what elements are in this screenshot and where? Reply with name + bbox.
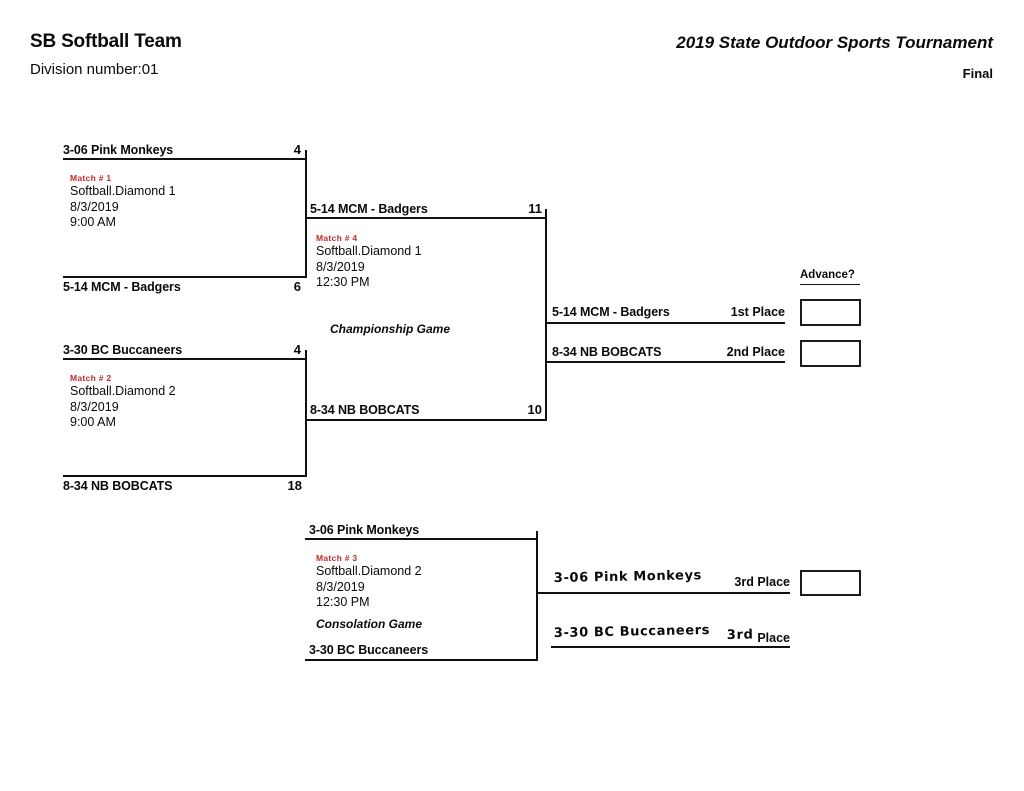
match-2-top-team: 3-30 BC Buccaneers bbox=[63, 343, 183, 357]
match-4-date: 8/3/2019 bbox=[316, 259, 365, 274]
second-place-team: 8-34 NB BOBCATS bbox=[552, 345, 662, 359]
division-label: Division number:01 bbox=[30, 61, 159, 78]
match-2-number: Match # 2 bbox=[70, 373, 112, 383]
stage-label: Final bbox=[962, 66, 993, 81]
third-place-upper-label: 3rd Place bbox=[734, 575, 790, 589]
second-place-label: 2nd Place bbox=[726, 345, 785, 359]
match-1-time: 9:00 AM bbox=[70, 215, 116, 230]
match-2-time: 9:00 AM bbox=[70, 415, 116, 430]
second-place-line bbox=[545, 361, 785, 363]
match-4-game-type: Championship Game bbox=[330, 322, 451, 336]
match-4-time: 12:30 PM bbox=[316, 275, 370, 290]
match-3-info: Match # 3 Softball.Diamond 2 8/3/2019 12… bbox=[316, 552, 422, 611]
match-3-connector bbox=[536, 531, 538, 661]
match-4-info: Match # 4 Softball.Diamond 1 8/3/2019 12… bbox=[316, 232, 422, 291]
match-3-number: Match # 3 bbox=[316, 553, 358, 563]
match-1-bottom-line bbox=[63, 276, 307, 278]
match-1-top-score: 4 bbox=[293, 142, 301, 157]
match-1-info: Match # 1 Softball.Diamond 1 8/3/2019 9:… bbox=[70, 172, 176, 231]
third-place-lower-label: Place bbox=[757, 631, 790, 645]
match-2-location: Softball.Diamond 2 bbox=[70, 384, 176, 398]
match-4-top-score: 11 bbox=[528, 201, 542, 216]
match-3-date: 8/3/2019 bbox=[316, 579, 365, 594]
match-3-time: 12:30 PM bbox=[316, 595, 370, 610]
match-1-number: Match # 1 bbox=[70, 173, 112, 183]
match-4-location: Softball.Diamond 1 bbox=[316, 244, 422, 258]
match-4-bottom-team: 8-34 NB BOBCATS bbox=[310, 403, 420, 417]
match-1-connector bbox=[305, 150, 307, 278]
match-2-bottom-team: 8-34 NB BOBCATS bbox=[63, 479, 173, 493]
second-place-advance-checkbox[interactable] bbox=[800, 340, 861, 367]
match-1-location: Softball.Diamond 1 bbox=[70, 184, 176, 198]
match-1-top-team: 3-06 Pink Monkeys bbox=[63, 143, 174, 157]
match-4-top-team: 5-14 MCM - Badgers bbox=[310, 202, 428, 216]
match-4-bottom-score: 10 bbox=[527, 402, 542, 417]
match-4-bottom-line bbox=[305, 419, 547, 421]
page-title: SB Softball Team bbox=[30, 31, 182, 52]
advance-header-underline bbox=[800, 284, 860, 285]
third-place-advance-checkbox[interactable] bbox=[800, 570, 861, 596]
match-2-bottom-line bbox=[63, 475, 307, 477]
match-2-info: Match # 2 Softball.Diamond 2 8/3/2019 9:… bbox=[70, 372, 176, 431]
match-2-top-score: 4 bbox=[293, 342, 301, 357]
advance-header-label: Advance? bbox=[800, 269, 855, 281]
match-3-top-team: 3-06 Pink Monkeys bbox=[309, 523, 420, 537]
match-2-top-line bbox=[63, 358, 307, 360]
third-place-lower-line bbox=[551, 646, 790, 648]
first-place-team: 5-14 MCM - Badgers bbox=[552, 305, 670, 319]
match-4-number: Match # 4 bbox=[316, 233, 358, 243]
match-1-date: 8/3/2019 bbox=[70, 199, 119, 214]
tournament-title: 2019 State Outdoor Sports Tournament bbox=[676, 33, 993, 52]
first-place-advance-checkbox[interactable] bbox=[800, 299, 861, 326]
match-4-top-line bbox=[305, 217, 547, 219]
match-3-bottom-line bbox=[305, 659, 538, 661]
match-2-connector bbox=[305, 350, 307, 477]
match-2-date: 8/3/2019 bbox=[70, 399, 119, 414]
match-2-bottom-score: 18 bbox=[287, 478, 302, 493]
match-1-bottom-team: 5-14 MCM - Badgers bbox=[63, 280, 181, 294]
first-place-line bbox=[545, 322, 785, 324]
first-place-label: 1st Place bbox=[730, 305, 785, 319]
match-3-top-line bbox=[305, 538, 538, 540]
match-3-game-type: Consolation Game bbox=[316, 617, 423, 631]
match-1-bottom-score: 6 bbox=[293, 279, 301, 294]
match-3-location: Softball.Diamond 2 bbox=[316, 564, 422, 578]
match-3-bottom-team: 3-30 BC Buccaneers bbox=[309, 643, 429, 657]
third-place-upper-line bbox=[536, 592, 790, 594]
match-1-top-line bbox=[63, 158, 307, 160]
match-4-connector bbox=[545, 209, 547, 419]
